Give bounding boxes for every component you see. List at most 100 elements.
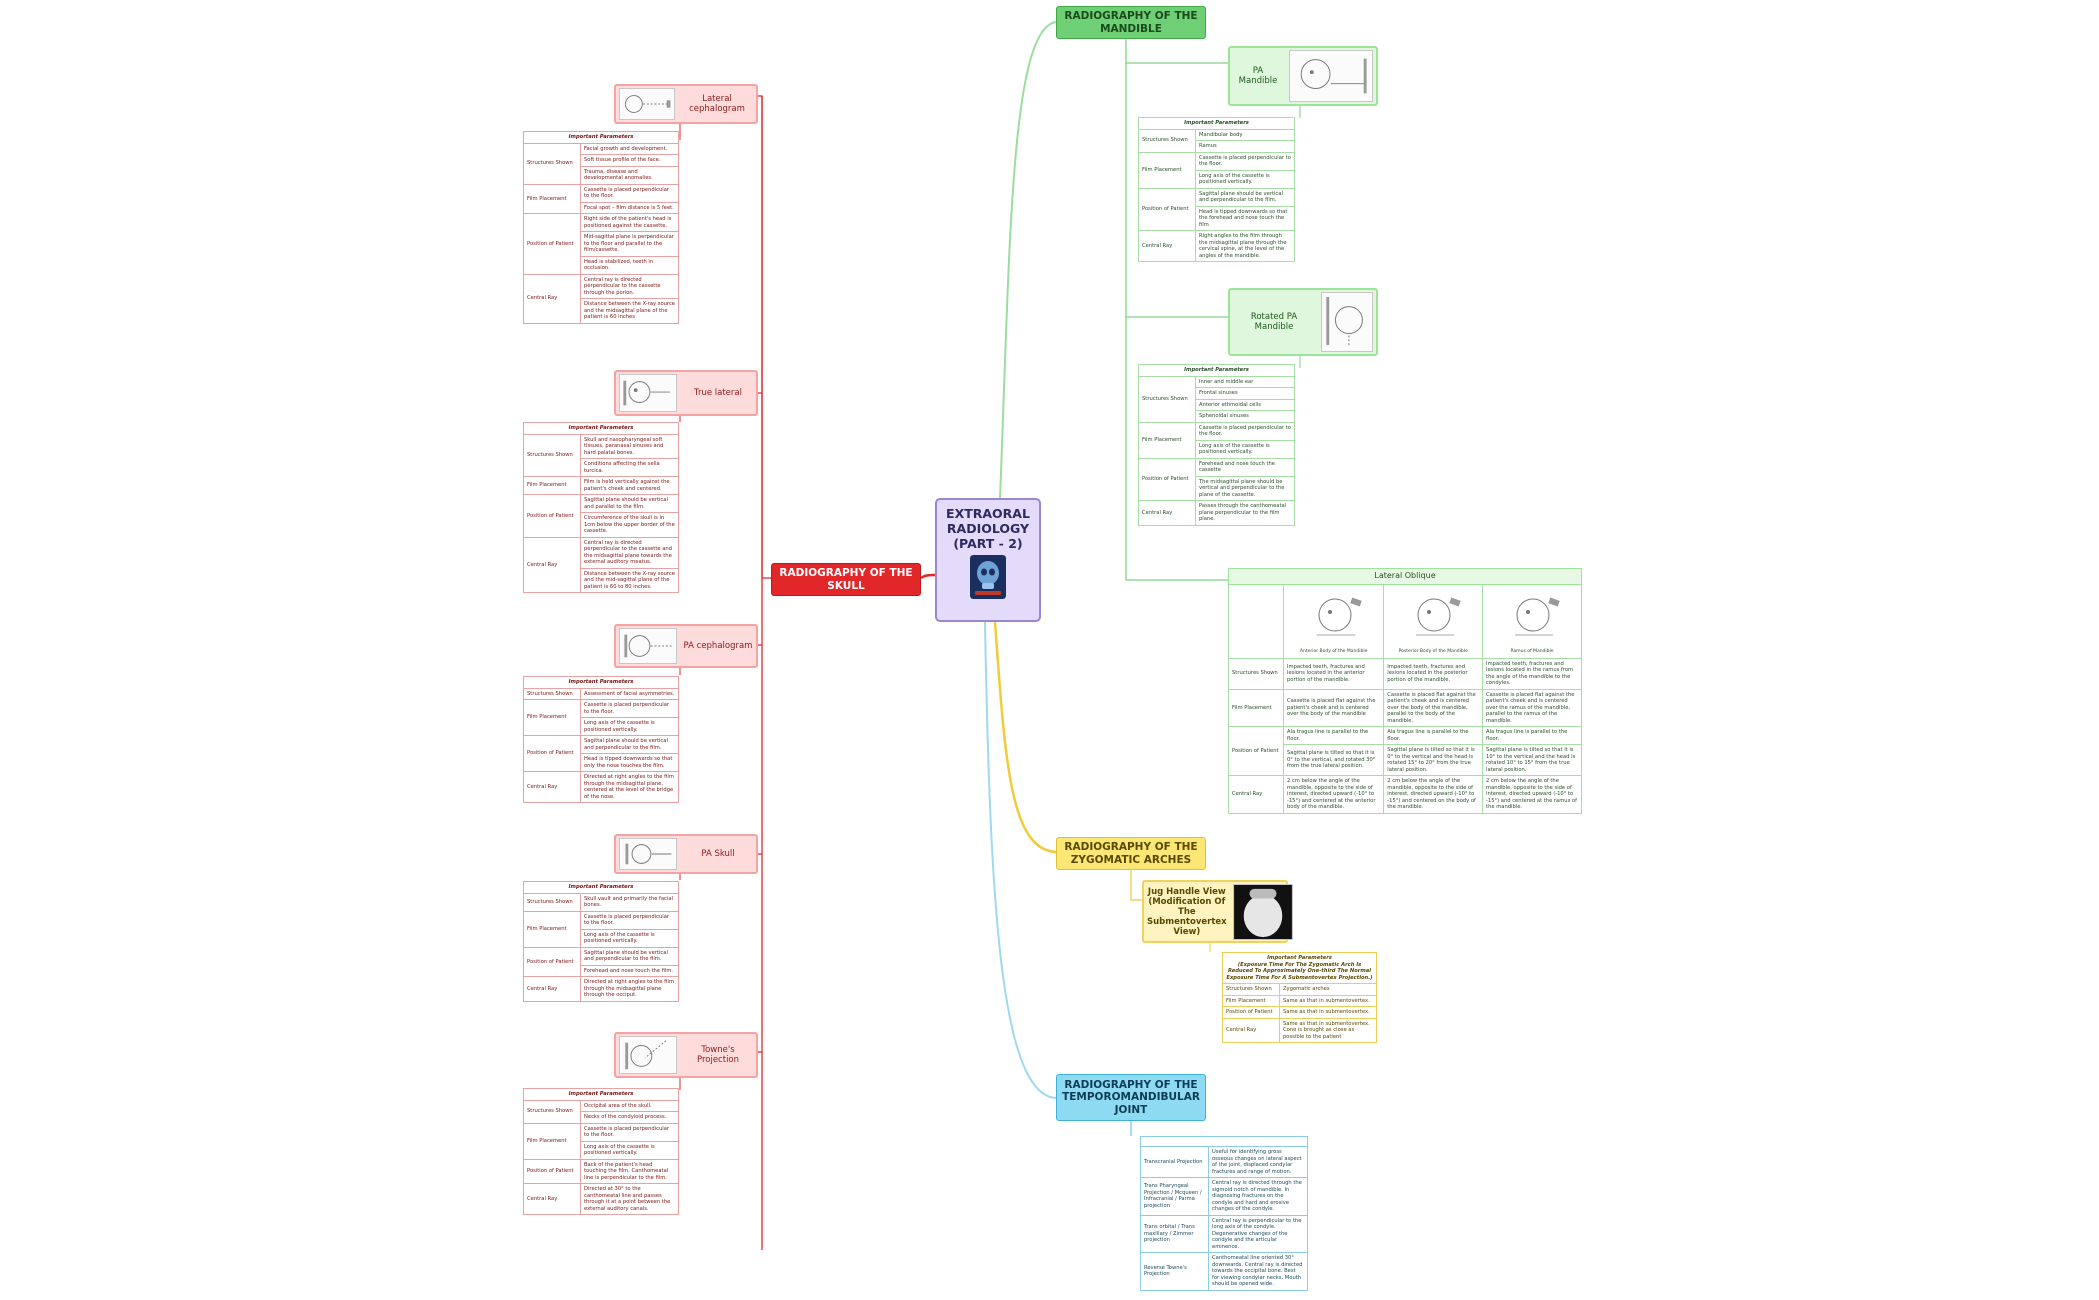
- table-row: Head is stabilized, teeth in occlusion.: [524, 255, 679, 275]
- table-row: Sphenoidal sinuses: [1139, 410, 1295, 423]
- parameter-value: Sagittal plane is tilted so that it is 0…: [1282, 744, 1385, 776]
- parameter-value: Cassette is placed perpendicular to the …: [580, 183, 679, 203]
- parameter-value: Conditions affecting the sella turcica.: [580, 458, 679, 477]
- parameter-label: Film Placement: [1228, 688, 1284, 727]
- table-header: Important Parameters: [1138, 364, 1295, 377]
- topic-pa-skull[interactable]: PA Skull: [614, 834, 758, 874]
- parameter-label: Film Placement: [1138, 151, 1196, 189]
- parameter-value: Impacted teeth, fractures and lesions lo…: [1383, 657, 1484, 690]
- topic-label: PA cephalogram: [683, 641, 753, 651]
- parameter-label: Structures Shown: [523, 142, 581, 185]
- parameter-label: Central Ray: [1138, 230, 1196, 262]
- parameter-value: Necks of the condyloid process.: [580, 1111, 679, 1124]
- parameter-value: Directed at 30° to the canthomeatal line…: [580, 1183, 679, 1215]
- central-title: EXTRAORAL RADIOLOGY (PART - 2): [946, 506, 1030, 551]
- parameter-value: Long axis of the cassette is positioned …: [1195, 169, 1295, 189]
- parameter-value: Cassette is placed perpendicular to the …: [580, 1122, 679, 1142]
- parameter-label: Position of Patient: [523, 494, 581, 538]
- parameter-value: Cassette is placed flat against the pati…: [1383, 688, 1484, 727]
- parameter-value: Cassette is placed perpendicular to the …: [580, 699, 679, 718]
- parameter-label: Structures Shown: [1222, 983, 1280, 996]
- parameter-label: Structures Shown: [1138, 128, 1196, 153]
- central-topic[interactable]: EXTRAORAL RADIOLOGY (PART - 2): [935, 498, 1041, 622]
- parameter-value: Cassette is placed flat against the pati…: [1482, 688, 1582, 727]
- parameter-value: Back of the patient's head touching the …: [580, 1158, 679, 1184]
- parameter-label: Structures Shown: [1138, 375, 1196, 423]
- parameter-value: Same as that in submentovertex.: [1279, 994, 1377, 1007]
- parameter-value: Long axis of the cassette is positioned …: [580, 717, 679, 736]
- table-row: Head is tipped downwards so that the for…: [1139, 205, 1295, 231]
- table-row: Circumference of the skull is in 1cm bel…: [524, 512, 679, 538]
- parameter-value: 2 cm below the angle of the mandible, op…: [1282, 775, 1385, 814]
- topic-pa-mandible[interactable]: PA Mandible: [1228, 46, 1378, 106]
- parameter-value: Passes through the canthomeatal plane pe…: [1195, 500, 1295, 526]
- parameter-value: Ala tragus line is parallel to the floor…: [1383, 726, 1484, 745]
- skull-xray-icon: [970, 555, 1006, 599]
- parameter-value: Sagittal plane is tilted so that it is 1…: [1482, 744, 1582, 776]
- table-header: Important Parameters: [523, 422, 679, 435]
- parameter-label: Central Ray: [523, 771, 581, 803]
- projection-description: Useful for identifying gross osseous cha…: [1208, 1146, 1308, 1178]
- parameter-value: Right side of the patient's head is posi…: [580, 213, 679, 232]
- pa-mandible-diagram-icon: [1289, 50, 1373, 102]
- topic-label: Rotated PA Mandible: [1250, 312, 1298, 332]
- parameter-value: Frontal sinuses: [1195, 387, 1295, 400]
- parameter-value: Occipital area of the skull.: [580, 1099, 679, 1112]
- branch-tmj[interactable]: RADIOGRAPHY OF THE TEMPOROMANDIBULAR JOI…: [1056, 1074, 1206, 1121]
- parameter-label: Film Placement: [523, 1122, 581, 1160]
- branch-zygomatic[interactable]: RADIOGRAPHY OF THE ZYGOMATIC ARCHES: [1056, 837, 1206, 870]
- parameter-value: Long axis of the cassette is positioned …: [580, 1140, 679, 1160]
- parameter-value: Impacted teeth, fractures and lesions lo…: [1282, 657, 1385, 690]
- pa-ceph-diagram-icon: [619, 628, 677, 664]
- parameter-label: Central Ray: [523, 273, 581, 324]
- parameter-label: Structures Shown: [523, 687, 581, 700]
- parameter-label: Position of Patient: [523, 946, 581, 977]
- parameter-value: Ala tragus line is parallel to the floor…: [1282, 726, 1385, 745]
- parameter-value: The midsagittal plane should be vertical…: [1195, 475, 1295, 501]
- table-row: Long axis of the cassette is positioned …: [524, 1140, 679, 1160]
- pa-skull-diagram-icon: [619, 838, 677, 870]
- projection-name: Trans Pharyngeal Projection / Mcqueen / …: [1140, 1177, 1209, 1216]
- projection-description: Canthomeatal line oriented 30° downwards…: [1208, 1252, 1308, 1291]
- topic-townes-projection[interactable]: Towne's Projection: [614, 1032, 758, 1078]
- topic-jug-handle-view[interactable]: Jug Handle View (Modification Of The Sub…: [1142, 880, 1293, 943]
- view-caption: Ramus of Mandible: [1510, 649, 1554, 654]
- parameter-value: Central ray is directed perpendicular to…: [580, 536, 679, 569]
- parameter-value: Sphenoidal sinuses: [1195, 410, 1295, 423]
- parameter-label: Position of Patient: [1228, 726, 1284, 776]
- parameter-label: Film Placement: [1222, 994, 1280, 1007]
- view-illustration-cell: Posterior Body of the Mandible: [1383, 583, 1484, 659]
- parameter-label: Position of Patient: [523, 735, 581, 772]
- parameter-label: Structures Shown: [523, 1099, 581, 1124]
- parameter-value: Anterior ethmoidal cells: [1195, 398, 1295, 411]
- topic-label: Jug Handle View (Modification Of The Sub…: [1147, 886, 1227, 937]
- topic-true-lateral[interactable]: True lateral: [614, 370, 758, 416]
- branch-mandible[interactable]: RADIOGRAPHY OF THE MANDIBLE: [1056, 6, 1206, 39]
- topic-label: Lateral cephalogram: [689, 94, 745, 114]
- table-row: Trans Pharyngeal Projection / Mcqueen / …: [1140, 1177, 1308, 1216]
- topic-pa-cephalogram[interactable]: PA cephalogram: [614, 624, 758, 668]
- parameter-value: Forehead and nose touch the cassette: [1195, 457, 1295, 477]
- parameter-value: Directed at right angles to the film thr…: [580, 976, 679, 1002]
- topic-lateral-cephalogram[interactable]: Lateral cephalogram: [614, 84, 758, 124]
- branch-skull[interactable]: RADIOGRAPHY OF THE SKULL: [771, 563, 921, 596]
- topic-rotated-pa-mandible[interactable]: Rotated PA Mandible: [1228, 288, 1378, 356]
